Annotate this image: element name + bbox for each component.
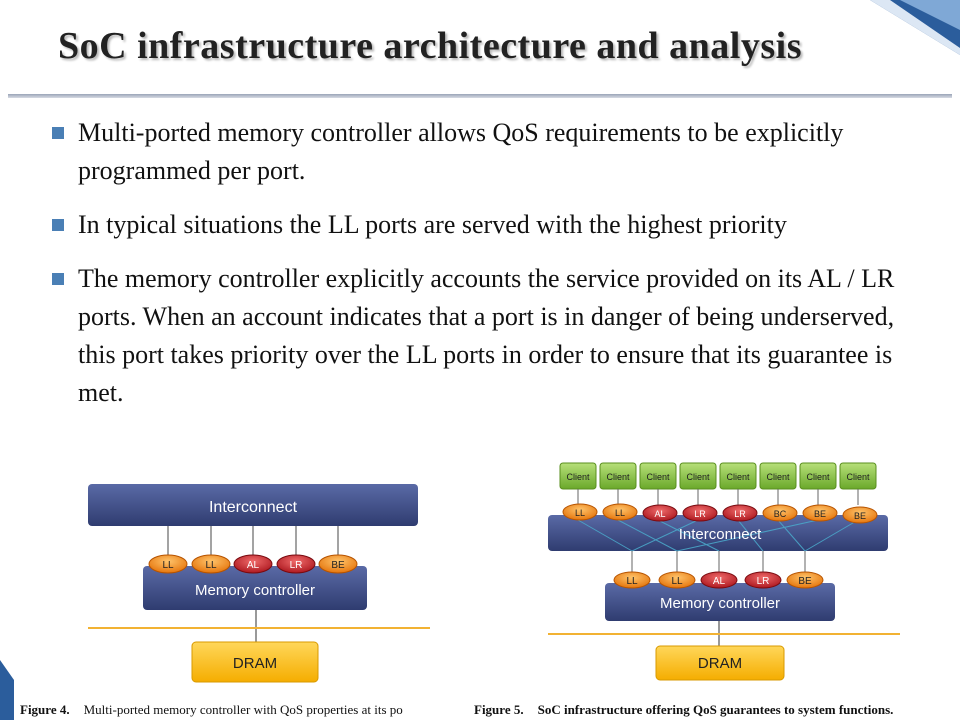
memory-controller-label: Memory controller xyxy=(195,582,315,599)
port-al xyxy=(642,504,678,522)
port-lr xyxy=(744,571,782,589)
interconnect-block xyxy=(88,484,418,526)
port-label: BE xyxy=(798,576,812,587)
slide-title: SoC infrastructure architecture and anal… xyxy=(58,25,802,67)
port-label: BE xyxy=(331,560,345,571)
memory-controller-label: Memory controller xyxy=(660,595,780,612)
memory-controller-block xyxy=(605,583,835,621)
port-label: LR xyxy=(290,560,303,571)
port-be xyxy=(842,506,878,524)
port-be xyxy=(318,554,358,574)
port-ll xyxy=(148,554,188,574)
port-label: AL xyxy=(247,560,260,571)
bullet-text: In typical situations the LL ports are s… xyxy=(78,210,787,239)
dram-label: DRAM xyxy=(698,655,742,672)
figure-4: Interconnect Memory controller LL LL AL … xyxy=(88,484,430,683)
port-label: AL xyxy=(654,509,665,519)
port-al xyxy=(700,571,738,589)
port-label: LR xyxy=(757,576,770,587)
port-label: LL xyxy=(615,508,625,518)
interconnect-label: Interconnect xyxy=(679,526,762,543)
interconnect-block xyxy=(548,515,888,551)
port-label: LR xyxy=(694,509,706,519)
client-label: Client xyxy=(606,472,630,482)
bullet-text: Multi-ported memory controller allows Qo… xyxy=(78,118,844,185)
top-port-row: LL LL AL LR LR BC BE BE xyxy=(562,503,878,524)
port-label: LL xyxy=(162,560,174,571)
client-label: Client xyxy=(806,472,830,482)
port-ll xyxy=(613,571,651,589)
title-divider xyxy=(8,94,952,98)
port-lr xyxy=(276,554,316,574)
port-be xyxy=(802,504,838,522)
port-be xyxy=(786,571,824,589)
dram-label: DRAM xyxy=(233,655,277,672)
port-label: BC xyxy=(774,509,787,519)
interconnect-routing xyxy=(577,519,859,552)
client-label: Client xyxy=(766,472,790,482)
caption-label: Figure 4. xyxy=(20,702,70,717)
interconnect-label: Interconnect xyxy=(209,499,298,516)
bullet-item: The memory controller explicitly account… xyxy=(48,260,918,412)
bullet-text: The memory controller explicitly account… xyxy=(78,264,895,407)
port-label: AL xyxy=(713,576,726,587)
client-label: Client xyxy=(726,472,750,482)
caption-text: SoC infrastructure offering QoS guarante… xyxy=(537,702,894,717)
figure-5-caption: Figure 5. SoC infrastructure offering QoS… xyxy=(474,702,954,718)
figure-5: Client Client Client Client Client Clien… xyxy=(548,462,900,681)
caption-text: Multi-ported memory controller with QoS … xyxy=(83,702,403,717)
port-label: LR xyxy=(734,509,746,519)
port-label: LL xyxy=(205,560,217,571)
bullet-square-icon xyxy=(52,219,64,231)
port-label: BE xyxy=(814,509,826,519)
client-label: Client xyxy=(646,472,670,482)
port-ll xyxy=(562,503,598,521)
bullet-item: Multi-ported memory controller allows Qo… xyxy=(48,114,918,190)
port-ll xyxy=(191,554,231,574)
bullet-list: Multi-ported memory controller allows Qo… xyxy=(48,114,918,428)
bullet-square-icon xyxy=(52,127,64,139)
port-ll xyxy=(658,571,696,589)
port-label: BE xyxy=(854,511,866,521)
dram-block xyxy=(191,641,319,683)
port-label: LL xyxy=(626,576,638,587)
port-lr xyxy=(722,504,758,522)
client-label: Client xyxy=(686,472,710,482)
client-label: Client xyxy=(566,472,590,482)
client-label: Client xyxy=(846,472,870,482)
dram-block xyxy=(655,645,785,681)
corner-decoration xyxy=(870,0,960,55)
figure-4-caption: Figure 4. Multi-ported memory controller … xyxy=(20,702,460,718)
client-row: Client Client Client Client Client Clien… xyxy=(559,462,877,490)
port-al xyxy=(233,554,273,574)
corner-decoration-left xyxy=(0,660,14,720)
port-lr xyxy=(682,504,718,522)
port-label: LL xyxy=(671,576,683,587)
port-label: LL xyxy=(575,508,585,518)
port-ll xyxy=(602,503,638,521)
memory-controller-block xyxy=(143,566,367,610)
bottom-port-row: LL LL AL LR BE xyxy=(613,571,824,589)
caption-label: Figure 5. xyxy=(474,702,524,717)
port-row: LL LL AL LR BE xyxy=(148,554,358,574)
bullet-item: In typical situations the LL ports are s… xyxy=(48,206,918,244)
port-bc xyxy=(762,504,798,522)
bullet-square-icon xyxy=(52,273,64,285)
